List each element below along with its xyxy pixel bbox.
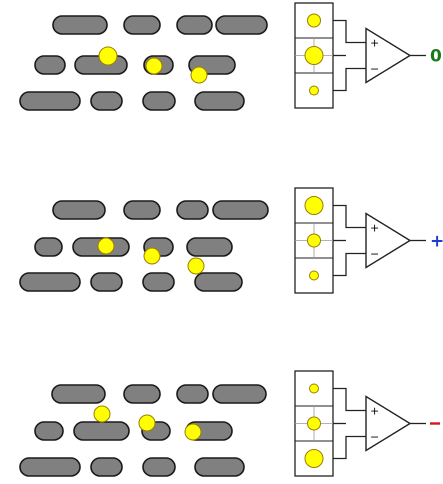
pill-shape — [52, 15, 108, 35]
sensor-dot-large — [304, 449, 324, 468]
sensor-dot-large — [304, 46, 324, 65]
wire — [333, 204, 366, 229]
pill-shape — [19, 457, 81, 477]
panel-2: +−+ — [19, 187, 443, 294]
wiring — [333, 387, 366, 460]
sensor-dot-medium — [307, 233, 321, 248]
op-amp-triangle — [365, 212, 412, 269]
yellow-dot — [184, 423, 202, 441]
panel-1: +−0 — [19, 2, 442, 111]
pill-shape — [90, 272, 123, 292]
pill-shape — [142, 272, 175, 292]
panel-3: +− — [19, 370, 440, 477]
amplifier-icon: +− — [365, 395, 412, 452]
pill-shape — [19, 272, 81, 292]
pill-shape — [194, 272, 243, 292]
wiring — [333, 19, 366, 92]
pill-shape — [90, 91, 123, 111]
yellow-dot — [97, 237, 115, 255]
minus-input-label: − — [370, 63, 379, 76]
plus-input-label: + — [370, 37, 379, 50]
sensor-dot-small — [309, 270, 319, 281]
wire — [333, 387, 366, 412]
pill-shape — [212, 384, 267, 404]
op-amp-triangle — [365, 395, 412, 452]
yellow-dot — [187, 257, 205, 275]
pill-shape — [51, 384, 106, 404]
sensor-dot-medium — [307, 13, 321, 28]
pill-shape — [123, 15, 161, 35]
wire — [333, 435, 366, 460]
plus-input-label: + — [370, 405, 379, 418]
wiring — [333, 204, 366, 277]
pill-shape — [215, 15, 268, 35]
yellow-dot — [145, 57, 163, 75]
amplifier-icon: +− — [365, 27, 412, 84]
pill-shape — [34, 421, 64, 441]
pill-shape — [142, 457, 176, 477]
amplifier-icon: +− — [365, 212, 412, 269]
pill-shape — [123, 384, 161, 404]
sensor-box — [294, 370, 334, 477]
pill-shape — [176, 200, 209, 220]
minus-input-label: − — [370, 431, 379, 444]
yellow-dot — [93, 405, 111, 423]
output-symbol: 0 — [430, 47, 442, 67]
yellow-dot — [143, 247, 161, 265]
pill-shape — [19, 91, 81, 111]
output-symbol: + — [430, 232, 443, 252]
pill-shape — [123, 200, 161, 220]
sensor-dot-medium — [307, 416, 321, 431]
sensor-dot-large — [304, 196, 324, 215]
wire — [333, 19, 366, 44]
minus-input-label: − — [370, 248, 379, 261]
pill-grid — [19, 384, 267, 477]
wire — [333, 252, 366, 277]
yellow-dot — [138, 414, 156, 432]
pill-shape — [194, 91, 245, 111]
sensor-box — [294, 2, 334, 109]
pill-shape — [194, 457, 245, 477]
pill-shape — [176, 384, 209, 404]
plus-input-label: + — [370, 222, 379, 235]
pill-shape — [90, 457, 123, 477]
pill-grid — [19, 15, 268, 111]
pill-shape — [52, 200, 106, 220]
pill-shape — [186, 237, 233, 257]
sensor-box — [294, 187, 334, 294]
pill-shape — [34, 237, 63, 257]
op-amp-triangle — [365, 27, 412, 84]
pill-shape — [142, 91, 176, 111]
sensor-dot-small — [309, 383, 319, 394]
wire — [333, 67, 366, 92]
pill-shape — [176, 15, 213, 35]
pill-shape — [212, 200, 269, 220]
sensor-dot-small — [309, 85, 319, 96]
yellow-dot — [98, 46, 118, 66]
pill-grid — [19, 200, 269, 292]
pill-shape — [34, 55, 66, 75]
yellow-dot — [190, 66, 208, 84]
pill-shape — [73, 421, 130, 441]
